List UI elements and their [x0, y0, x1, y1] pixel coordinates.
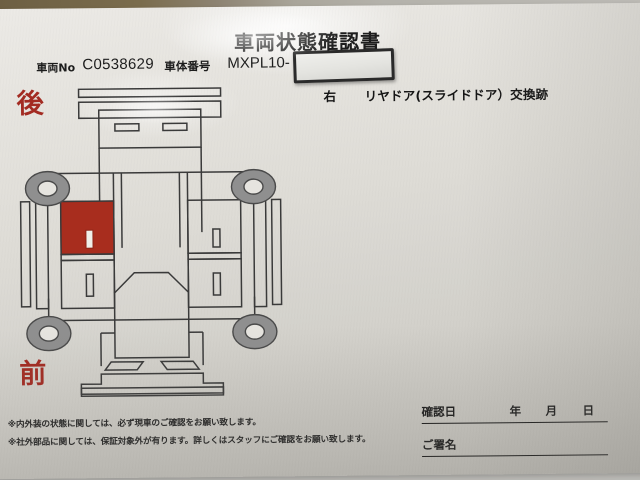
month-unit-label: 月	[545, 403, 558, 418]
cabin-plate	[112, 172, 190, 293]
chassis-no-label: 車体番号	[164, 59, 211, 74]
wheels	[24, 168, 278, 352]
body-outline	[19, 147, 283, 310]
left-side-door-panels	[59, 200, 116, 310]
wheel-rear-left	[24, 170, 71, 207]
vehicle-diagram	[5, 86, 298, 399]
front-light-slots	[103, 360, 201, 371]
hood-plate	[100, 271, 204, 367]
rear-hatch	[98, 116, 202, 149]
year-unit-label: 年	[509, 404, 522, 419]
footnote-aftermarket-parts: ※社外部品に関しては、保証対象外が有ります。詳しくはスタッフにご確認をお願い致し…	[7, 434, 371, 449]
right-side-door-panels	[186, 199, 243, 309]
signature-block: 確認日 年 月 日 ご署名	[421, 396, 609, 458]
wheel-front-right	[232, 313, 278, 350]
front-bumper-bars	[80, 372, 225, 398]
day-unit-label: 日	[582, 403, 595, 418]
wheel-rear-right	[230, 168, 277, 205]
vehicle-no-label: 車両No	[36, 61, 76, 75]
signature-name-label: ご署名	[421, 437, 457, 453]
damage-side-label: 右	[323, 88, 337, 104]
sheet-content: 車両状態確認書 車両No C0538629 車体番号 MXPL10- 右 リヤド…	[0, 3, 640, 479]
confirmation-date-row: 確認日 年 月 日	[421, 396, 608, 425]
wheel-front-left	[26, 315, 72, 352]
damage-description: リヤドア(スライドドア）交換跡	[364, 86, 549, 104]
rear-bumper-bars	[77, 87, 222, 120]
redaction-sticker	[292, 48, 395, 84]
highlighted-rear-slide-door	[60, 200, 115, 256]
confirmation-date-label: 確認日	[421, 404, 457, 420]
signature-name-row: ご署名	[421, 429, 609, 458]
vehicle-no-value: C0538629	[82, 55, 155, 74]
chassis-no-value: MXPL10-	[227, 54, 290, 72]
footnote-interior-exterior: ※内外装の状態に関しては、必ず現車のご確認をお願い致します。	[7, 417, 262, 431]
